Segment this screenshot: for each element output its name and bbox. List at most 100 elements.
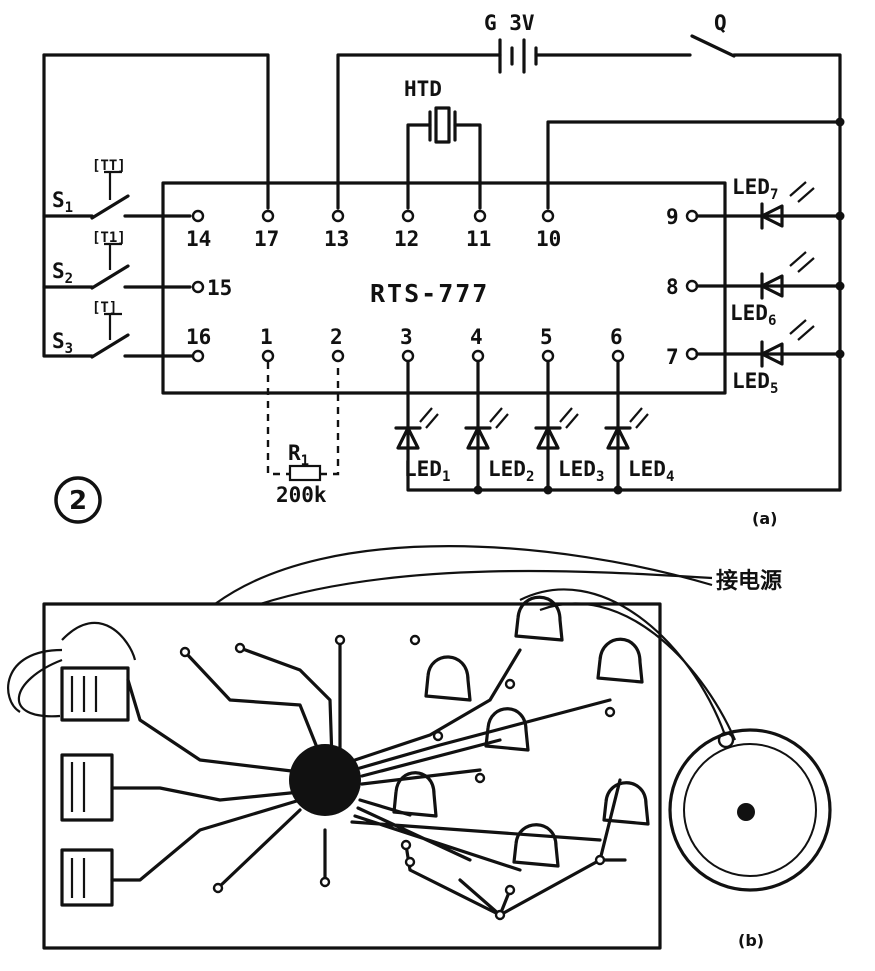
r1-body [288, 464, 322, 482]
pad [234, 642, 246, 654]
trace [238, 646, 334, 762]
pin-14 [191, 209, 205, 223]
figure-number-ring [54, 476, 102, 524]
pin-10 [541, 209, 555, 223]
chip-blob [289, 744, 361, 816]
left-rail [42, 53, 72, 358]
pad [319, 876, 331, 888]
pad [604, 706, 616, 718]
switch-pad-3 [60, 848, 114, 907]
junction [835, 281, 845, 291]
q-label: Q [714, 11, 727, 35]
s2-label: S2 [52, 259, 73, 287]
power-wire-4 [539, 602, 737, 741]
q-blade [690, 34, 736, 58]
board-led [596, 637, 644, 684]
board-led [424, 655, 472, 702]
r1-dashed-left [266, 362, 290, 476]
pin-6 [611, 349, 625, 363]
htd-wire-right [453, 123, 482, 210]
junction [835, 349, 845, 359]
top-pins: 14 17 13 12 11 10 [186, 209, 561, 251]
led3-symbol [534, 426, 562, 450]
pin-label: 1 [260, 325, 273, 349]
bottom-leds: LED1 LED2 LED3 LED4 [394, 360, 842, 495]
board-led [484, 707, 530, 752]
caption-b: (b) [738, 931, 764, 950]
pin-label: 8 [666, 275, 679, 299]
buzzer-solder [717, 731, 735, 749]
htd-label: HTD [404, 77, 442, 101]
pin-label: 10 [536, 227, 561, 251]
pin-label: 3 [400, 325, 413, 349]
pad [179, 646, 191, 658]
junction [835, 117, 845, 127]
pin-label: 7 [666, 345, 679, 369]
pad [594, 854, 606, 866]
led7-label: LED7 [732, 175, 778, 203]
junction [613, 485, 623, 495]
led3-label: LED3 [558, 457, 604, 485]
bottom-pins: 16 1 2 3 4 5 6 [186, 325, 625, 363]
pad [504, 884, 516, 896]
pin-17 [261, 209, 275, 223]
pin-5 [541, 349, 555, 363]
s1-tag: [TT] [92, 158, 126, 174]
led1-symbol [394, 426, 422, 450]
pin-13 [331, 209, 345, 223]
s1-blade [90, 194, 130, 220]
htd-plates [428, 110, 457, 142]
led2-symbol [464, 426, 492, 450]
power-wire-2 [259, 569, 713, 606]
led4-symbol [604, 426, 632, 450]
schematic-a: RTS-777 S1 [TT] S2 [T1] S3 [T] G 3V Q [42, 11, 845, 528]
battery-label: G 3V [484, 11, 535, 35]
wire-pin10 [546, 120, 842, 210]
buzzer-disc-inner [683, 743, 817, 877]
htd-wire-left [406, 123, 432, 210]
board-led [392, 771, 438, 818]
right-rail [732, 53, 842, 492]
pin-label: 9 [666, 205, 679, 229]
pcb-outline [42, 602, 662, 950]
pad [474, 772, 486, 784]
pad [504, 678, 516, 690]
led5-label: LED5 [732, 369, 778, 397]
pin-label: 11 [466, 227, 491, 251]
r1-value: 200k [276, 483, 327, 507]
pad [212, 882, 224, 894]
s2-actuator [104, 242, 122, 270]
switch-contacts [70, 676, 98, 898]
pad [409, 634, 421, 646]
r1-label: R1 [288, 441, 309, 469]
pad [334, 634, 346, 646]
s3-actuator [104, 312, 122, 340]
s3-label: S3 [52, 329, 73, 357]
led1-label: LED1 [404, 457, 450, 485]
junction [473, 485, 483, 495]
pin-label: 15 [207, 276, 232, 300]
pin-label: 5 [540, 325, 553, 349]
trace [110, 786, 302, 802]
right-led-wires [695, 214, 842, 356]
caption-a: (a) [752, 509, 777, 528]
pin-label: 12 [394, 227, 419, 251]
power-wire-1 [214, 545, 713, 605]
wire-pin13 [336, 53, 502, 210]
led-bus-bottom [406, 360, 842, 492]
pin-11 [473, 209, 487, 223]
pad [432, 730, 444, 742]
buzzer-disc-outer [668, 728, 832, 892]
trace [183, 650, 324, 762]
junction [835, 211, 845, 221]
led7-symbol [760, 202, 784, 230]
wire-pin17 [42, 53, 270, 210]
board-led [512, 823, 560, 868]
board-b: 接电源 [7, 545, 832, 950]
right-led-arrows [789, 181, 815, 341]
s1-label: S1 [52, 188, 73, 216]
pad [494, 909, 506, 921]
s3-blade [90, 333, 130, 359]
buzzer-center [737, 803, 755, 821]
